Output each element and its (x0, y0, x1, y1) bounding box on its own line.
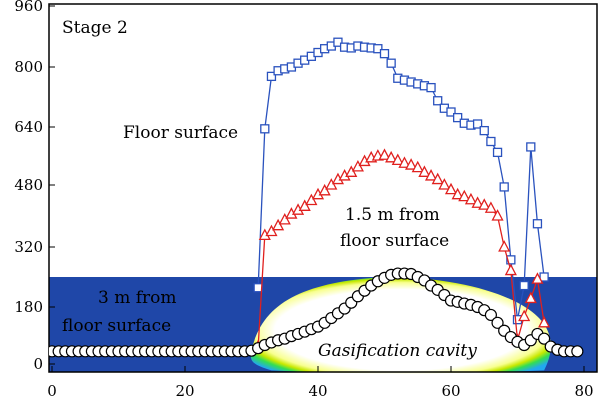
data-point (446, 107, 456, 117)
data-point (418, 165, 431, 177)
data-point (351, 159, 364, 172)
data-point (537, 332, 551, 345)
data-point (504, 263, 517, 276)
data-point (532, 219, 543, 229)
data-point (526, 142, 536, 152)
x-tick-label: 80 (574, 382, 593, 400)
x-tick-label: 60 (441, 382, 460, 400)
floor-surface-label: Floor surface (123, 123, 238, 143)
data-point (484, 201, 497, 213)
data-point (518, 309, 531, 322)
data-point (451, 187, 464, 200)
y-tick-label: 0 (33, 355, 43, 373)
data-point (478, 198, 491, 210)
data-point (438, 178, 451, 190)
data-point (464, 192, 478, 205)
data-point (391, 153, 404, 166)
data-point (519, 280, 529, 291)
y-tick-label: 480 (14, 176, 43, 194)
data-point (444, 182, 458, 195)
data-point (486, 136, 496, 147)
data-point (431, 172, 444, 185)
stage-label: Stage 2 (62, 18, 128, 38)
data-point (531, 272, 544, 284)
mid-depth-label-line2: floor surface (340, 231, 449, 251)
data-point (426, 82, 436, 93)
data-point (386, 58, 396, 68)
data-point (538, 315, 551, 328)
data-point (472, 119, 483, 129)
plot-frame (48, 3, 598, 373)
x-tick-label: 20 (175, 382, 194, 400)
data-point (272, 218, 285, 231)
data-point (405, 158, 418, 170)
y-tick-label: 180 (14, 298, 43, 316)
data-point (379, 49, 390, 59)
deep-label-line1: 3 m from (98, 288, 177, 308)
data-point (345, 165, 358, 177)
y-tick-label: 320 (14, 238, 43, 256)
data-point (298, 199, 311, 211)
x-tick-label: 0 (47, 382, 57, 400)
data-point (491, 209, 504, 221)
data-point (398, 156, 411, 168)
data-point (424, 169, 438, 181)
deep-label-line2: floor surface (62, 316, 171, 336)
data-point (479, 125, 489, 136)
data-point (333, 37, 343, 47)
data-point (571, 345, 584, 358)
mid-depth-label-line1: 1.5 m from (345, 205, 440, 225)
data-point (458, 189, 471, 202)
data-point (452, 112, 463, 123)
data-point (524, 291, 537, 304)
y-tick-label: 960 (14, 0, 43, 15)
y-tick-label: 800 (14, 58, 43, 76)
data-point (498, 240, 511, 252)
data-point (325, 178, 338, 190)
data-point (411, 160, 424, 173)
data-point (539, 272, 549, 282)
data-point (378, 148, 391, 160)
data-point (385, 150, 398, 163)
series-layer (49, 37, 584, 358)
data-point (305, 193, 318, 206)
data-point (278, 212, 291, 225)
cavity-label: Gasification cavity (318, 341, 477, 361)
x-tick-label: 40 (308, 382, 327, 400)
y-tick-label: 640 (14, 118, 43, 136)
data-point (492, 147, 503, 158)
data-point (499, 182, 509, 192)
data-point (471, 196, 484, 208)
data-point (260, 124, 270, 134)
gasification-cavity (250, 277, 551, 374)
data-point (318, 183, 331, 196)
data-point (373, 44, 383, 54)
data-point (433, 96, 443, 106)
data-point (491, 316, 504, 329)
data-point (484, 308, 497, 322)
data-point (266, 71, 277, 82)
data-point (265, 224, 278, 237)
